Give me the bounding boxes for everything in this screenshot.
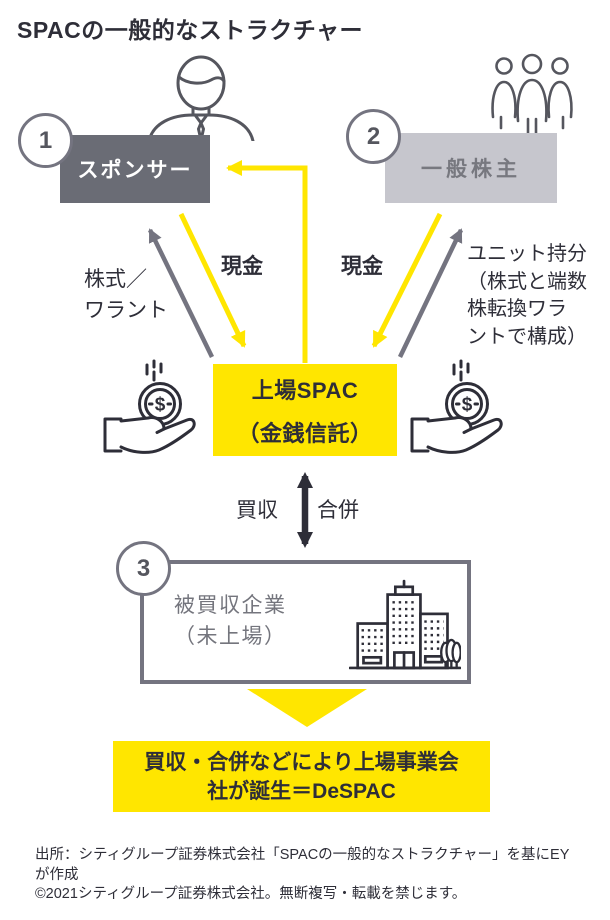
cash-in-hand-right-icon: $ bbox=[408, 359, 512, 463]
shareholders-node: 一般株主 bbox=[385, 133, 557, 203]
source-note: 出所：シティグループ証券株式会社「SPACの一般的なストラクチャー」を基にEY … bbox=[35, 846, 595, 905]
despac-result-node: 買収・合併などにより上場事業会 社が誕生＝DeSPAC bbox=[113, 741, 490, 812]
page-title: SPACの一般的なストラクチャー bbox=[17, 17, 363, 43]
sponsor-label: スポンサー bbox=[77, 159, 193, 182]
shares-warrants-label: 株式／ ワラント bbox=[84, 268, 168, 322]
acquisition-label: 買収 bbox=[236, 499, 278, 522]
spac-label-line1: 上場SPAC bbox=[251, 377, 359, 403]
source-line2: が作成 bbox=[35, 866, 79, 883]
target-company-node: 被買収企業 （未上場） bbox=[140, 560, 471, 684]
cash-label-left: 現金 bbox=[221, 255, 263, 278]
sponsor-person-icon bbox=[142, 55, 260, 143]
company-building-icon bbox=[348, 578, 462, 676]
step-badge-2: 2 bbox=[346, 109, 401, 164]
cash-arrow-shareholders-to-spac bbox=[371, 212, 443, 348]
copyright-line: ©2021シティグループ証券株式会社。無断複写・転載を禁じます。 bbox=[35, 886, 467, 902]
cash-in-hand-left-icon: $ bbox=[101, 359, 205, 463]
shareholders-group-icon bbox=[489, 53, 575, 145]
unit-interest-arrow bbox=[397, 228, 464, 358]
despac-triangle-arrow bbox=[247, 689, 367, 727]
step-badge-1: 1 bbox=[18, 113, 73, 168]
step-badge-3: 3 bbox=[116, 541, 171, 596]
target-company-label: 被買収企業 （未上場） bbox=[174, 594, 287, 648]
spac-label-line2: （金銭信託） bbox=[237, 420, 373, 446]
coin-dollar-symbol: $ bbox=[155, 395, 166, 416]
shareholders-label: 一般株主 bbox=[421, 158, 521, 181]
result-line1: 買収・合併などにより上場事業会 bbox=[144, 750, 459, 774]
sponsor-node: スポンサー bbox=[60, 135, 210, 203]
source-line1: 出所：シティグループ証券株式会社「SPACの一般的なストラクチャー」を基にEY bbox=[35, 847, 570, 863]
unit-interest-label: ユニット持分 （株式と端数 株転換ワラ ントで構成） bbox=[467, 243, 587, 348]
result-line2: 社が誕生＝DeSPAC bbox=[207, 779, 396, 803]
coin-dollar-symbol: $ bbox=[462, 395, 473, 416]
cash-label-right: 現金 bbox=[341, 255, 383, 278]
cash-arrow-sponsor-to-spac bbox=[178, 212, 247, 348]
step-number-3: 3 bbox=[136, 554, 151, 582]
step-number-1: 1 bbox=[38, 126, 53, 154]
spac-node: 上場SPAC （金銭信託） bbox=[213, 364, 397, 456]
step-number-2: 2 bbox=[366, 122, 381, 150]
merger-label: 合併 bbox=[317, 499, 359, 522]
